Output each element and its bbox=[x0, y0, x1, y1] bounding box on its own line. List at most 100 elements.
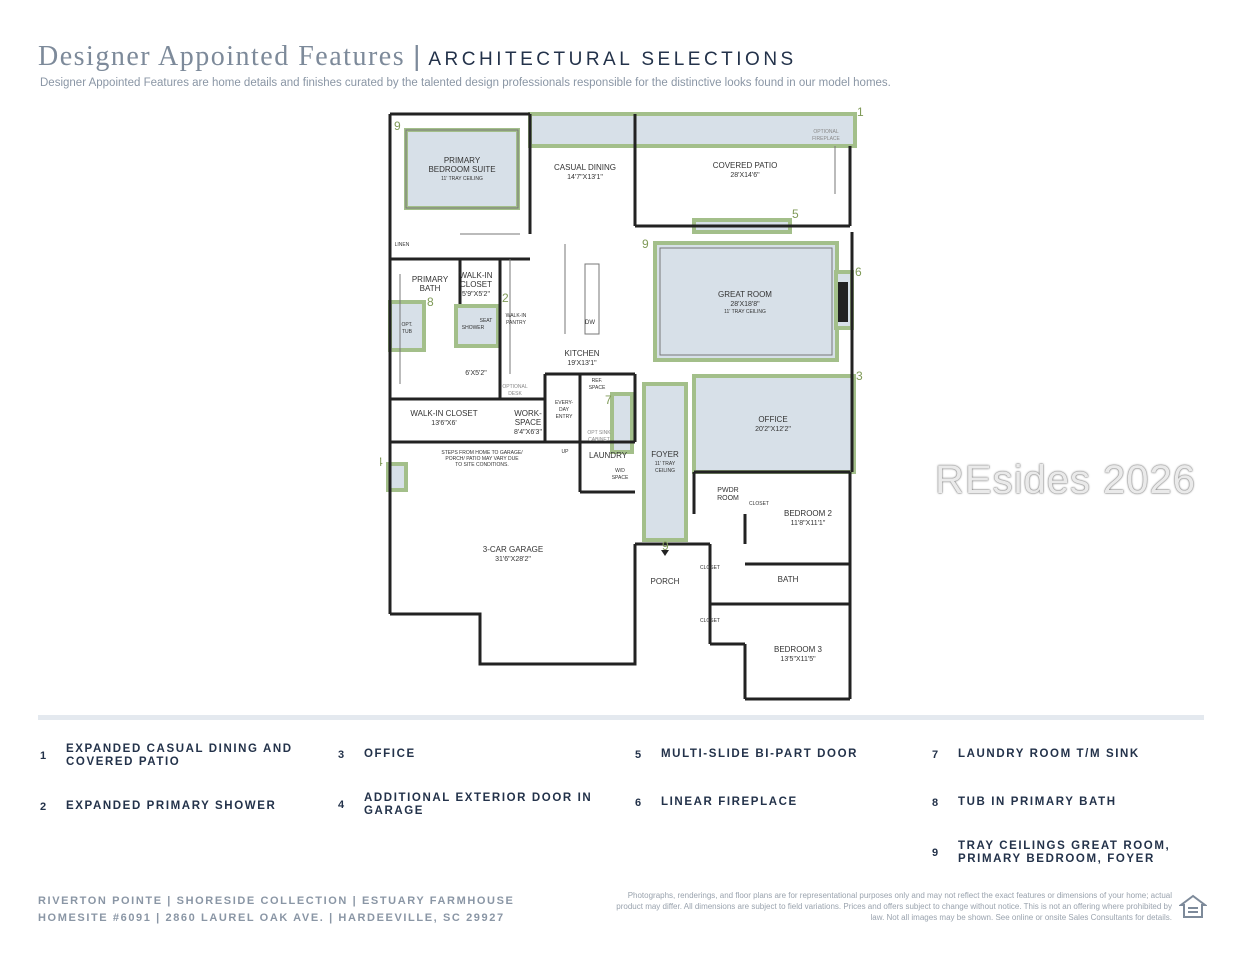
closet-c-label: CLOSET bbox=[700, 618, 720, 624]
feature-label: EXPANDED CASUAL DINING AND COVERED PATIO bbox=[66, 743, 293, 768]
pwdr-label: PWDR bbox=[717, 487, 738, 494]
section-divider bbox=[38, 715, 1204, 720]
callout-9-bedroom: 9 bbox=[394, 119, 401, 133]
covered-patio-label: COVERED PATIO bbox=[713, 161, 778, 170]
highlight-office bbox=[692, 374, 856, 474]
feature-label: ADDITIONAL EXTERIOR DOOR IN GARAGE bbox=[364, 792, 593, 817]
walkin-closet-1-label: WALK-IN bbox=[459, 271, 492, 280]
feature-number: 1 bbox=[40, 750, 47, 762]
primary-bath-label-2: BATH bbox=[420, 284, 441, 293]
walkin-closet-2-label: WALK-IN CLOSET bbox=[410, 409, 477, 418]
callout-6: 6 bbox=[855, 265, 862, 279]
disclaimer: Photographs, renderings, and floor plans… bbox=[616, 891, 1172, 922]
everyday-entry-label: EVERY- bbox=[555, 400, 573, 406]
feature-number: 6 bbox=[635, 796, 642, 809]
feature-label: LINEAR FIREPLACE bbox=[661, 796, 798, 808]
feature-number: 8 bbox=[932, 796, 939, 809]
closet-a-label: CLOSET bbox=[749, 501, 769, 507]
page-subtitle: ARCHITECTURAL SELECTIONS bbox=[428, 49, 797, 70]
garage-label: 3-CAR GARAGE bbox=[483, 545, 543, 554]
great-room-label: GREAT ROOM bbox=[718, 290, 772, 299]
office-dim: 20'2"X12'2" bbox=[755, 426, 791, 433]
feature-item-1: 1 EXPANDED CASUAL DINING AND COVERED PAT… bbox=[40, 743, 306, 769]
steps-note-1: STEPS FROM HOME TO GARAGE/ bbox=[441, 450, 523, 456]
opt-tub-label-2: TUB bbox=[402, 329, 413, 335]
primary-bedroom-label: PRIMARY bbox=[444, 156, 481, 165]
feature-item-4: 4 ADDITIONAL EXTERIOR DOOR IN GARAGE bbox=[338, 792, 604, 818]
optional-desk-label: OPTIONAL bbox=[502, 384, 528, 390]
highlight-great-room bbox=[653, 241, 839, 362]
optional-desk-label-2: DESK bbox=[508, 391, 522, 397]
great-room-ceiling: 11' TRAY CEILING bbox=[724, 309, 766, 315]
homesite-line: HOMESITE #6091 | 2860 LAUREL OAK AVE. | … bbox=[38, 912, 505, 924]
feature-number: 2 bbox=[40, 800, 47, 813]
feature-label: MULTI-SLIDE BI-PART DOOR bbox=[661, 748, 859, 760]
room-labels: PRIMARY BEDROOM SUITE 11' TRAY CEILING C… bbox=[395, 129, 841, 663]
primary-bedroom-label-2: BEDROOM SUITE bbox=[428, 165, 495, 174]
community-line: RIVERTON POINTE | SHORESIDE COLLECTION |… bbox=[38, 895, 515, 907]
highlight-foyer bbox=[642, 382, 688, 542]
highlight-tub bbox=[388, 300, 426, 352]
kitchen-label: KITCHEN bbox=[564, 349, 599, 358]
page-header: Designer Appointed Features| ARCHITECTURA… bbox=[38, 40, 797, 73]
steps-note-3: TO SITE CONDITIONS. bbox=[455, 462, 509, 468]
feature-item-6: 6 LINEAR FIREPLACE bbox=[635, 796, 798, 809]
feature-item-2: 2 EXPANDED PRIMARY SHOWER bbox=[40, 800, 276, 813]
foyer-ceiling-1: 11' TRAY bbox=[655, 461, 676, 467]
workspace-dim: 8'4"X6'3" bbox=[514, 429, 542, 436]
dw-label: DW bbox=[585, 320, 595, 326]
linen-label: LINEN bbox=[395, 242, 410, 248]
walkin-pantry-label: WALK-IN bbox=[506, 313, 527, 319]
primary-bath-label: PRIMARY bbox=[412, 275, 449, 284]
watermark: REsides 2026 bbox=[935, 458, 1197, 502]
walls bbox=[388, 112, 854, 701]
community-info: RIVERTON POINTE | SHORESIDE COLLECTION |… bbox=[38, 893, 514, 927]
bath-label: BATH bbox=[778, 575, 799, 584]
feature-label: EXPANDED PRIMARY SHOWER bbox=[66, 800, 277, 812]
feature-number: 7 bbox=[932, 748, 939, 761]
callout-8: 8 bbox=[427, 295, 434, 309]
great-room-dim: 28'X18'8" bbox=[730, 301, 760, 308]
bedroom2-label: BEDROOM 2 bbox=[784, 509, 833, 518]
ref-space-label-2: SPACE bbox=[589, 385, 606, 391]
feature-item-9: 9 TRAY CEILINGS GREAT ROOM, PRIMARY BEDR… bbox=[932, 840, 1198, 866]
up-label: UP bbox=[562, 449, 570, 455]
ref-space-label: REF. bbox=[592, 378, 603, 384]
fireplace-unit bbox=[838, 282, 848, 322]
workspace-label-2: SPACE bbox=[515, 418, 542, 427]
wd-space-label: W/D bbox=[615, 468, 625, 474]
foyer-label: FOYER bbox=[651, 450, 679, 459]
callout-numbers: 1 9 5 9 6 3 2 8 4 7 9 bbox=[380, 105, 864, 553]
callout-7: 7 bbox=[605, 393, 612, 407]
shower-label: SHOWER bbox=[462, 325, 485, 331]
bedroom3-label: BEDROOM 3 bbox=[774, 645, 823, 654]
covered-patio-dim: 28'X14'6" bbox=[730, 172, 760, 179]
optional-fireplace-label: OPTIONAL bbox=[813, 129, 839, 135]
casual-dining-label: CASUAL DINING bbox=[554, 163, 616, 172]
optional-fireplace-label-2: FIREPLACE bbox=[812, 136, 840, 142]
feature-item-3: 3 OFFICE bbox=[338, 748, 416, 761]
page-title: Designer Appointed Features bbox=[38, 41, 406, 72]
bedroom2-dim: 11'8"X11'1" bbox=[791, 520, 826, 527]
opt-sink-label-2: CABINET bbox=[588, 437, 610, 443]
kitchen-dim: 19'X13'1" bbox=[567, 360, 597, 367]
callout-3: 3 bbox=[856, 369, 863, 383]
feature-number: 5 bbox=[635, 748, 642, 761]
callout-2: 2 bbox=[502, 291, 509, 305]
callout-9-great: 9 bbox=[642, 237, 649, 251]
equal-housing-icon bbox=[1179, 894, 1207, 918]
seat-label: SEAT bbox=[480, 318, 493, 324]
feature-number: 4 bbox=[338, 799, 345, 811]
floor-plan: PRIMARY BEDROOM SUITE 11' TRAY CEILING C… bbox=[380, 105, 864, 701]
thin-lines bbox=[399, 129, 836, 384]
title-separator: | bbox=[413, 40, 421, 71]
opt-tub-label: OPT. bbox=[401, 322, 412, 328]
walkin-closet-1-dim: 5'9"X5'2" bbox=[462, 291, 490, 298]
workspace-label: WORK- bbox=[514, 409, 542, 418]
everyday-entry-label-2: DAY bbox=[559, 407, 570, 413]
feature-label: OFFICE bbox=[364, 748, 416, 760]
opt-sink-label: OPT SINK bbox=[587, 430, 611, 436]
office-label: OFFICE bbox=[758, 415, 787, 424]
primary-bedroom-ceiling: 11' TRAY CEILING bbox=[441, 176, 483, 182]
feature-item-7: 7 LAUNDRY ROOM T/M SINK bbox=[932, 748, 1140, 761]
